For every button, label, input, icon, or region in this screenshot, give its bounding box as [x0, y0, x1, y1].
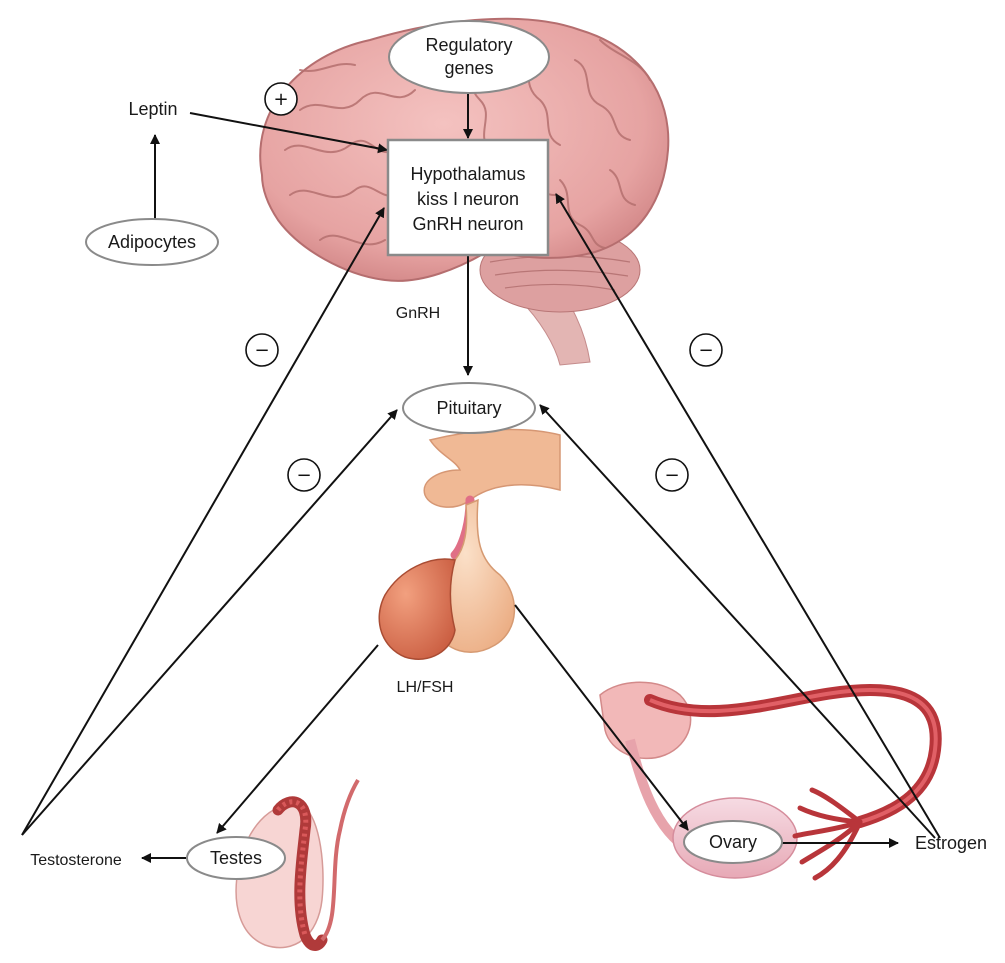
- pituitary-label: Pituitary: [436, 398, 501, 418]
- node-hypothalamus: Hypothalamus kiss I neuron GnRH neuron: [388, 140, 548, 255]
- sign-minus-estrogen-hypothalamus: −: [690, 334, 722, 366]
- arrow-testosterone-to-hypothalamus: [22, 208, 384, 835]
- sign-minus-estrogen-pituitary: −: [656, 459, 688, 491]
- pituitary-illustration: [379, 430, 560, 660]
- ovary-label: Ovary: [709, 832, 757, 852]
- sign-plus-text: +: [273, 89, 288, 110]
- estrogen-label: Estrogen: [915, 833, 987, 853]
- sign-minus-text: −: [698, 340, 713, 361]
- node-testes: Testes: [187, 837, 285, 879]
- gnrh-label: GnRH: [396, 305, 440, 322]
- hypothalamus-label-line1: Hypothalamus: [410, 164, 525, 184]
- hypothalamus-label-line3: GnRH neuron: [412, 214, 523, 234]
- arrow-estrogen-to-pituitary: [540, 405, 935, 838]
- regulatory-genes-label-line2: genes: [444, 58, 493, 78]
- node-adipocytes: Adipocytes: [86, 219, 218, 265]
- leptin-label: Leptin: [128, 99, 177, 119]
- regulatory-genes-label-line1: Regulatory: [425, 35, 512, 55]
- sign-minus-text: −: [254, 340, 269, 361]
- arrow-testosterone-to-pituitary: [22, 410, 397, 835]
- sign-minus-text: −: [296, 465, 311, 486]
- sign-minus-testosterone-pituitary: −: [288, 459, 320, 491]
- node-regulatory-genes: Regulatory genes: [389, 21, 549, 93]
- sign-minus-testosterone-hypothalamus: −: [246, 334, 278, 366]
- node-ovary: Ovary: [684, 821, 782, 863]
- node-pituitary: Pituitary: [403, 383, 535, 433]
- sign-minus-text: −: [664, 465, 679, 486]
- testes-label: Testes: [210, 848, 262, 868]
- lh-fsh-label: LH/FSH: [397, 679, 454, 696]
- adipocytes-label: Adipocytes: [108, 232, 196, 252]
- hypothalamus-label-line2: kiss I neuron: [417, 189, 519, 209]
- testosterone-label: Testosterone: [30, 852, 122, 869]
- sign-plus-leptin: +: [265, 83, 297, 115]
